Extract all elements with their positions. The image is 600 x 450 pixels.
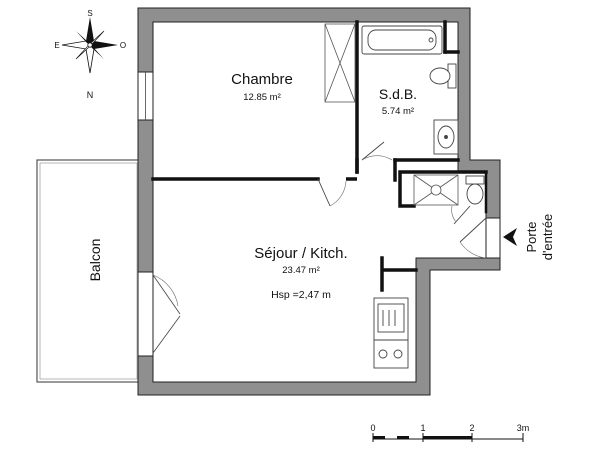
balcony-inner-outline — [39, 162, 138, 380]
compass-west-label: O — [120, 41, 126, 50]
scale-tick-label: 0 — [370, 423, 375, 433]
balcony — [36, 159, 141, 383]
compass-north-label: N — [87, 90, 94, 100]
shower — [413, 174, 459, 206]
entrance-label-line2: d'entrée — [540, 214, 555, 261]
toilet-sdb — [429, 63, 457, 89]
room-area-sejour: 23.47 m² — [282, 265, 320, 276]
door-chambre — [317, 177, 357, 207]
door-sdb — [361, 141, 393, 161]
scale-bar — [372, 433, 524, 442]
bathtub — [361, 25, 443, 55]
balcony-outline — [36, 159, 141, 383]
room-area-sdb: 5.74 m² — [382, 106, 414, 117]
door-wc — [451, 205, 471, 225]
outer-walls — [137, 7, 501, 396]
scale-tick-label: 3m — [517, 423, 530, 433]
compass-south-label: S — [87, 9, 92, 18]
room-area-chambre: 12.85 m² — [243, 92, 281, 103]
room-label-sejour: Séjour / Kitch. — [254, 245, 347, 262]
entrance-arrow-icon — [503, 228, 517, 246]
room-label-sdb: S.d.B. — [379, 86, 417, 102]
window-chambre — [137, 71, 154, 121]
balcony-door — [137, 271, 181, 357]
interior-walls — [151, 20, 488, 292]
compass-east-label: E — [54, 41, 59, 50]
ceiling-height: Hsp =2,47 m — [271, 289, 331, 301]
kitchen-unit — [373, 297, 409, 369]
sink-sdb — [433, 119, 459, 155]
room-label-balcon: Balcon — [87, 239, 103, 282]
compass-rose-icon — [61, 17, 118, 74]
room-label-chambre: Chambre — [231, 71, 293, 88]
entrance-label-line1: Porte — [524, 221, 539, 252]
toilet-wc — [465, 175, 485, 205]
wardrobe — [324, 23, 356, 103]
scale-tick-label: 2 — [469, 423, 474, 433]
entrance-door — [459, 217, 501, 259]
scale-tick-label: 1 — [420, 423, 425, 433]
